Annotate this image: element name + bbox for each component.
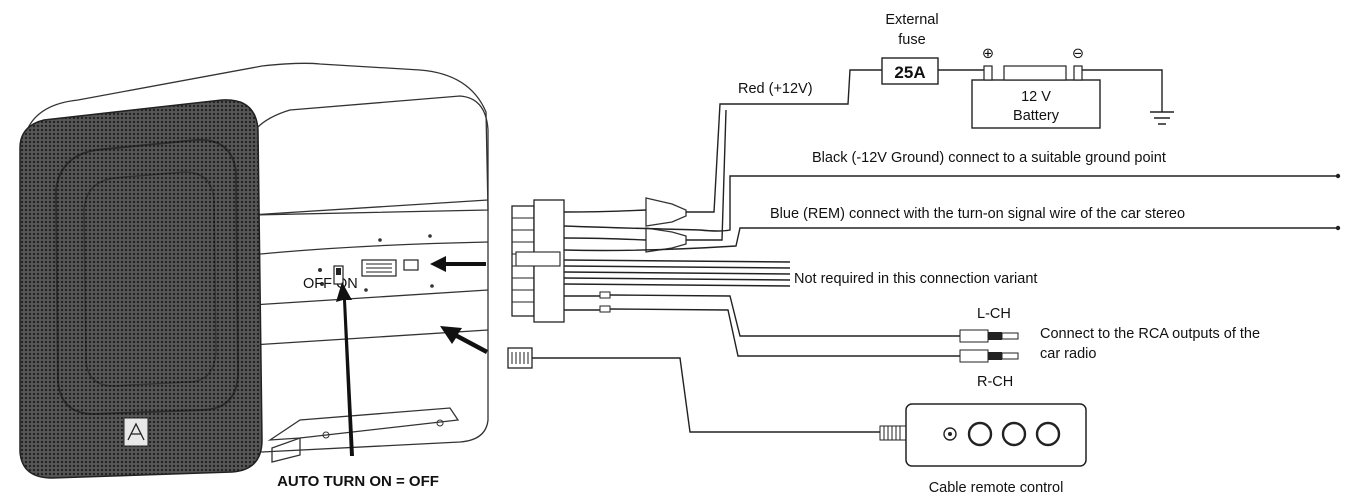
rca-label-line2: car radio bbox=[1040, 346, 1096, 362]
battery-label-line2: Battery bbox=[1013, 108, 1060, 124]
arrow-connector bbox=[430, 256, 486, 272]
blue-wire-label: Blue (REM) connect with the turn-on sign… bbox=[770, 206, 1185, 222]
cable-remote-control bbox=[905, 403, 1087, 467]
remote-knob-2 bbox=[1001, 421, 1027, 447]
arrow-remote-port bbox=[440, 326, 488, 354]
battery-label-line1: 12 V bbox=[1021, 89, 1051, 105]
external-fuse bbox=[881, 57, 939, 85]
battery-minus: ⊖ bbox=[1072, 46, 1084, 62]
auto-turn-on-label: AUTO TURN ON = OFF bbox=[277, 473, 439, 490]
harness-connector bbox=[511, 199, 565, 323]
not-required-label: Not required in this connection variant bbox=[794, 271, 1037, 287]
switch-marks: OFF ON bbox=[303, 276, 358, 292]
rch-label: R-CH bbox=[977, 374, 1013, 390]
remote-socket bbox=[403, 259, 419, 271]
fuse-rating: 25A bbox=[894, 63, 925, 82]
remote-label: Cable remote control bbox=[929, 480, 1064, 496]
black-wire-label: Black (-12V Ground) connect to a suitabl… bbox=[812, 150, 1166, 166]
brand-logo bbox=[123, 417, 149, 447]
fuse-holder-blue bbox=[645, 227, 687, 253]
subwoofer-unit: OFF ON bbox=[19, 62, 489, 479]
lch-label: L-CH bbox=[977, 306, 1011, 322]
red-wire-label: Red (+12V) bbox=[738, 81, 813, 97]
rca-plug-left bbox=[959, 329, 1019, 343]
remote-plug bbox=[507, 347, 533, 369]
remote-knob-3 bbox=[1035, 421, 1061, 447]
rca-label-line1: Connect to the RCA outputs of the bbox=[1040, 326, 1260, 342]
ground-icon bbox=[1150, 111, 1174, 125]
external-fuse-label-line2: fuse bbox=[898, 32, 925, 48]
external-fuse-label-line1: External bbox=[885, 12, 938, 28]
arrow-switch bbox=[336, 282, 354, 456]
battery bbox=[971, 79, 1101, 129]
battery-plus: ⊕ bbox=[982, 46, 994, 62]
fuse-holder-red bbox=[645, 197, 687, 227]
rca-plug-right bbox=[959, 349, 1019, 363]
remote-knob-1 bbox=[967, 421, 993, 447]
